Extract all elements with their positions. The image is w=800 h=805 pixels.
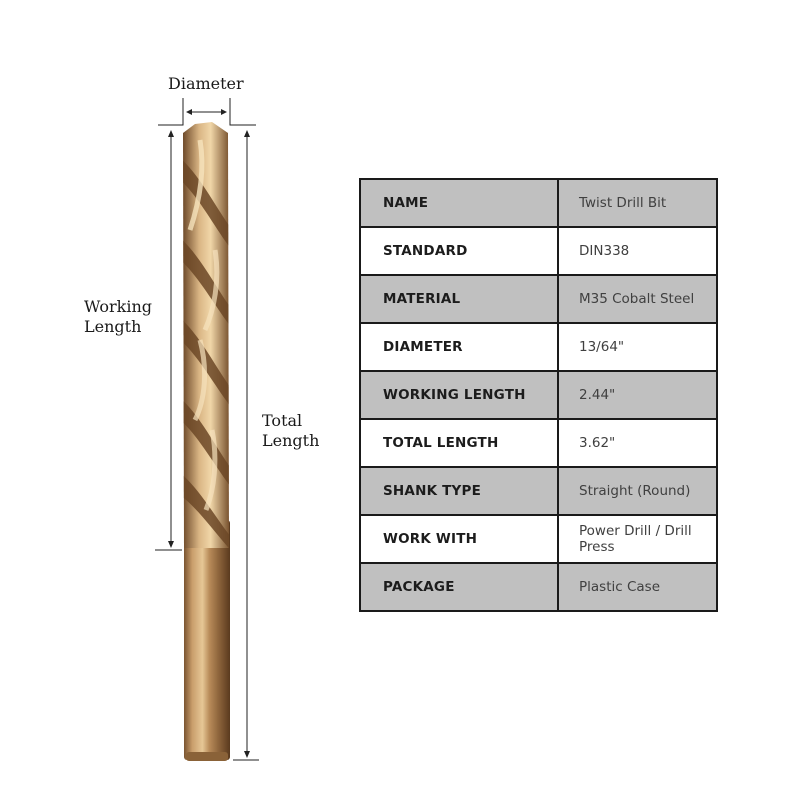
spec-value: Twist Drill Bit xyxy=(557,178,718,228)
spec-value: Straight (Round) xyxy=(557,466,718,516)
spec-row-working-length: WORKING LENGTH 2.44" xyxy=(359,370,718,420)
spec-row-material: MATERIAL M35 Cobalt Steel xyxy=(359,274,718,324)
total-length-label-line1: Total xyxy=(262,411,303,430)
spec-row-shank-type: SHANK TYPE Straight (Round) xyxy=(359,466,718,516)
spec-row-diameter: DIAMETER 13/64" xyxy=(359,322,718,372)
spec-table: NAME Twist Drill Bit STANDARD DIN338 MAT… xyxy=(359,178,718,612)
spec-value: Plastic Case xyxy=(557,562,718,612)
spec-key: NAME xyxy=(359,178,559,228)
spec-value: DIN338 xyxy=(557,226,718,276)
diameter-label: Diameter xyxy=(168,74,244,93)
spec-key: WORKING LENGTH xyxy=(359,370,559,420)
spec-key: WORK WITH xyxy=(359,514,559,564)
spec-value: 3.62" xyxy=(557,418,718,468)
spec-key: SHANK TYPE xyxy=(359,466,559,516)
spec-row-name: NAME Twist Drill Bit xyxy=(359,178,718,228)
spec-value: M35 Cobalt Steel xyxy=(557,274,718,324)
spec-key: PACKAGE xyxy=(359,562,559,612)
working-length-label: Working Length xyxy=(84,297,152,337)
working-length-label-line2: Length xyxy=(84,317,142,336)
drill-diagram xyxy=(0,0,340,800)
working-length-label-line1: Working xyxy=(84,297,152,316)
spec-value: 2.44" xyxy=(557,370,718,420)
total-length-label: Total Length xyxy=(262,411,319,451)
total-length-label-line2: Length xyxy=(262,431,320,450)
spec-row-work-with: WORK WITH Power Drill / Drill Press xyxy=(359,514,718,564)
spec-row-total-length: TOTAL LENGTH 3.62" xyxy=(359,418,718,468)
spec-value: Power Drill / Drill Press xyxy=(557,514,718,564)
spec-key: MATERIAL xyxy=(359,274,559,324)
drill-bit-icon xyxy=(155,98,259,761)
spec-row-package: PACKAGE Plastic Case xyxy=(359,562,718,612)
spec-key: STANDARD xyxy=(359,226,559,276)
spec-row-standard: STANDARD DIN338 xyxy=(359,226,718,276)
spec-key: DIAMETER xyxy=(359,322,559,372)
spec-value: 13/64" xyxy=(557,322,718,372)
spec-key: TOTAL LENGTH xyxy=(359,418,559,468)
